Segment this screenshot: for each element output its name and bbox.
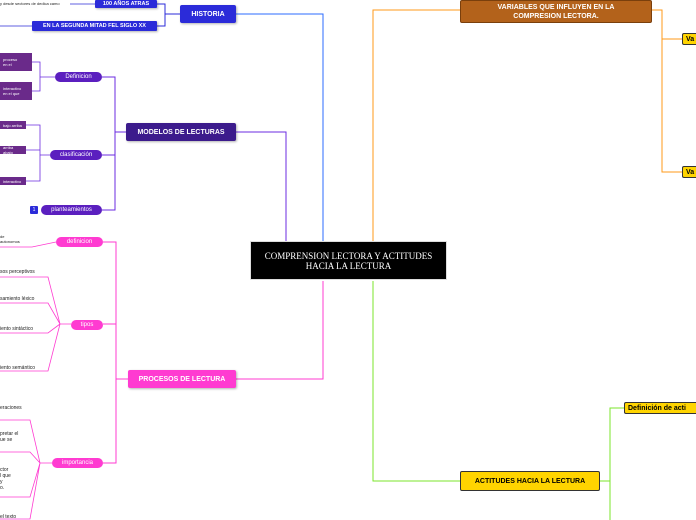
historia-note: y desde sectores de dedica camo <box>0 1 60 6</box>
line-modelos <box>236 131 287 242</box>
clasificacion-tag-1[interactable]: bajo arriba <box>0 121 26 129</box>
line-actitudes <box>372 281 460 482</box>
modelos-clasificacion[interactable]: clasificación <box>50 150 102 160</box>
importancia-item-1: eraciones <box>0 405 22 411</box>
line-procesos <box>236 281 324 380</box>
modelos-definicion[interactable]: Definicion <box>55 72 102 82</box>
tipos-item-4: iento semántico <box>0 365 36 371</box>
topic-procesos-de-lectura[interactable]: PROCESOS DE LECTURA <box>128 370 236 388</box>
historia-100-anos[interactable]: 100 AÑOS ATRAS <box>95 0 157 8</box>
variables-child-1[interactable]: Va <box>682 33 696 45</box>
modelos-planteamientos[interactable]: planteamientos <box>41 205 102 215</box>
topic-modelos-de-lecturas[interactable]: MODELOS DE LECTURAS <box>126 123 236 141</box>
central-topic[interactable]: COMPRENSION LECTORA Y ACTITUDES HACIA LA… <box>251 242 446 279</box>
tipos-item-3: iento sintáctico <box>0 326 34 332</box>
tipos-item-2: samiento léxico <box>0 296 35 302</box>
planteamientos-badge[interactable]: 1 <box>30 206 38 214</box>
line-proc-def <box>0 241 57 248</box>
historia-siglo-xx[interactable]: EN LA SEGUNDA MITAD FEL SIGLO XX <box>32 21 157 31</box>
clasificacion-tag-3[interactable]: interactivo <box>0 177 26 185</box>
line-variables-children <box>652 9 682 173</box>
clasificacion-tag-2[interactable]: arriba abajo <box>0 145 26 155</box>
topic-historia[interactable]: HISTORIA <box>180 5 236 23</box>
line-historia-children <box>157 3 180 27</box>
topic-variables-comprension[interactable]: VARIABLES QUE INFLUYEN EN LA COMPRESION … <box>460 0 652 23</box>
procesos-tipos[interactable]: tipos <box>71 320 103 330</box>
line-clas-tags <box>26 124 50 182</box>
line-proc-tipos <box>0 276 71 372</box>
line-procesos-children <box>103 241 128 464</box>
line-def-tags <box>32 61 55 92</box>
importancia-item-4: el texto <box>0 514 17 520</box>
line-modelos-children <box>102 76 126 211</box>
procesos-definicion[interactable]: definicion <box>56 237 103 247</box>
tipos-item-1: sos perceptivos <box>0 269 35 275</box>
line-historia <box>236 13 324 242</box>
procesos-importancia[interactable]: importancia <box>52 458 103 468</box>
line-variables <box>372 9 460 242</box>
actitudes-definicion[interactable]: Definición de acti <box>624 402 696 414</box>
line-actitudes-children <box>600 407 624 520</box>
variables-child-2[interactable]: Va <box>682 166 696 178</box>
line-proc-imp <box>0 419 52 520</box>
topic-actitudes-lectura[interactable]: ACTITUDES HACIA LA LECTURA <box>460 471 600 491</box>
